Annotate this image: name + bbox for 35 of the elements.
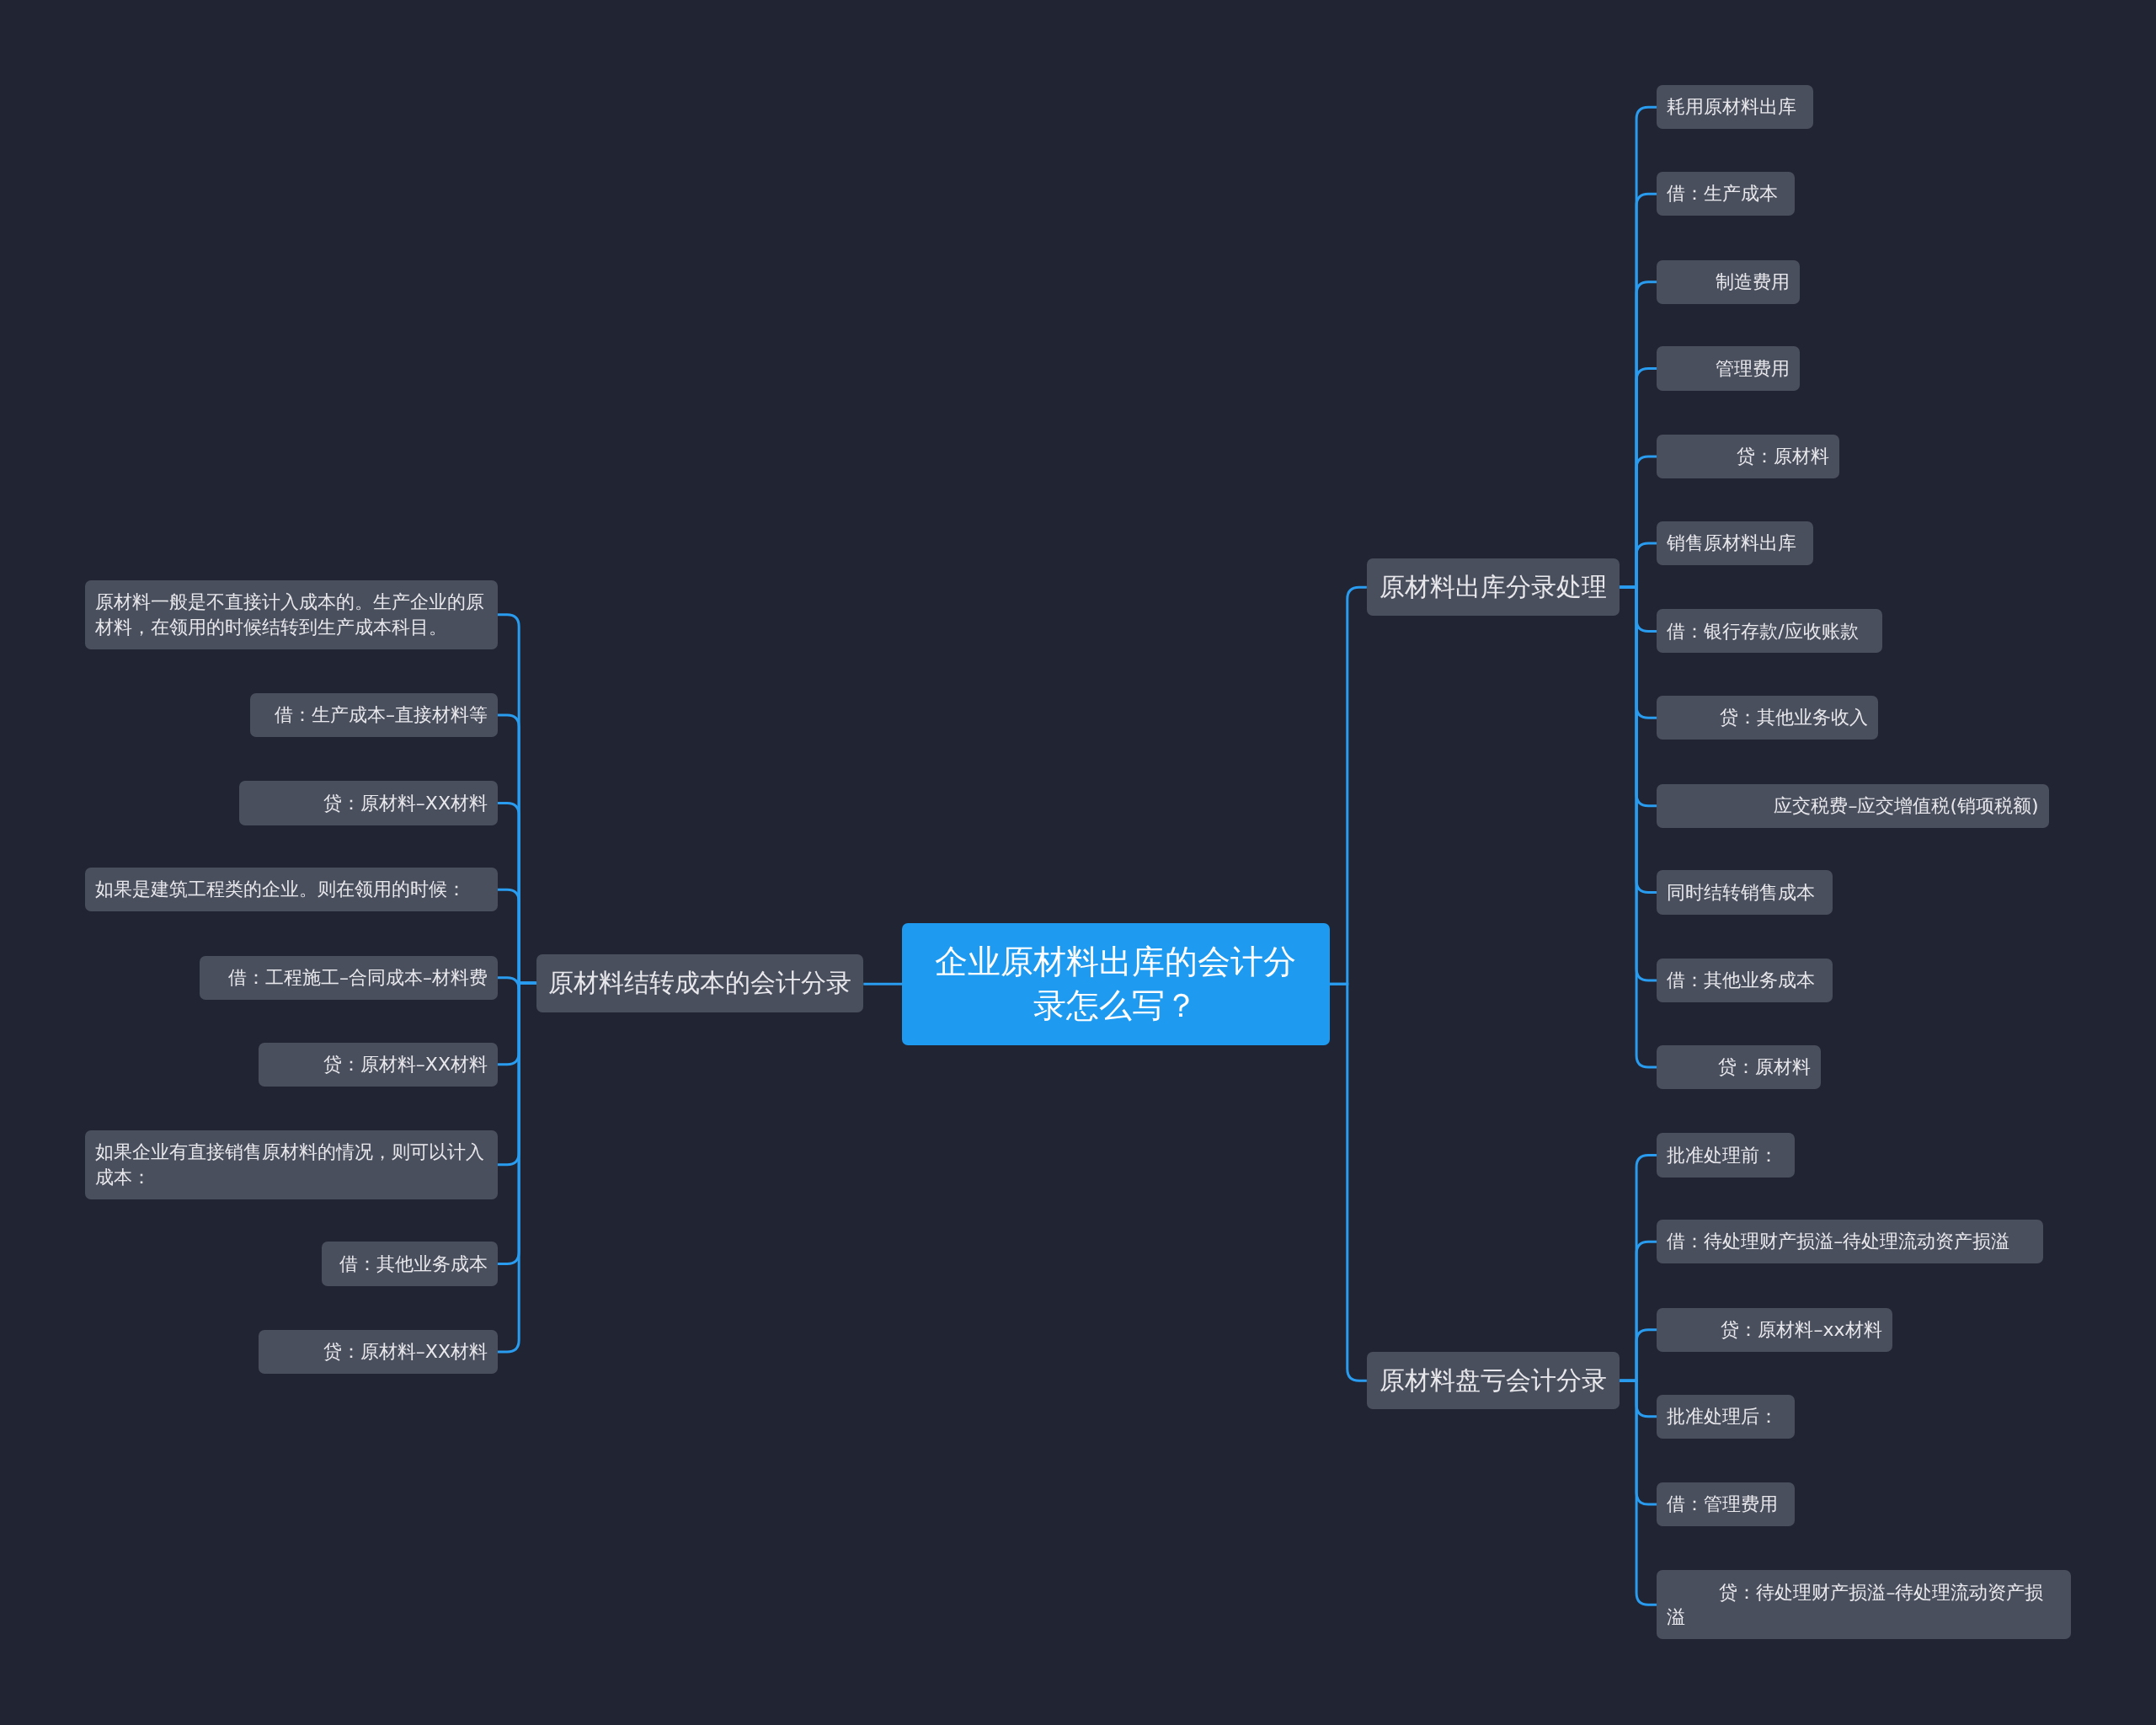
subtopic-box: 制造费用: [1657, 259, 1801, 304]
subtopic-box: 贷：原材料: [1657, 1044, 1821, 1090]
subtopic-box: 贷：原材料: [1657, 434, 1840, 479]
subtopic-box: 借：待处理财产损溢–待处理流动资产损溢: [1657, 1220, 2044, 1264]
topic-box: 原材料盘亏会计分录: [1366, 1351, 1620, 1410]
connector: [1620, 1379, 1657, 1606]
subtopic-box: 贷：原材料–XX材料: [258, 1329, 498, 1374]
subtopic-box: 借：生产成本: [1657, 172, 1795, 216]
connector: [498, 981, 536, 1354]
subtopic-box: 批准处理后：: [1657, 1394, 1795, 1439]
topic-box: 原材料结转成本的会计分录: [536, 954, 864, 1012]
subtopic-box: 如果是建筑工程类的企业。则在领用的时候：: [85, 868, 498, 912]
central-topic: 企业原材料出库的会计分录怎么写？: [902, 922, 1330, 1045]
subtopic-box: 贷：原材料–xx材料: [1657, 1307, 1892, 1352]
subtopic-box: 应交税费–应交增值税(销项税额): [1657, 783, 2049, 828]
topic-box: 原材料出库分录处理: [1366, 558, 1620, 617]
connector: [1329, 982, 1367, 1382]
subtopic-box: 耗用原材料出库: [1657, 85, 1814, 130]
subtopic-box: 借：工程施工–合同成本–材料费: [199, 955, 498, 1000]
subtopic-box: 管理费用: [1657, 346, 1801, 391]
subtopic-box: 同时结转销售成本: [1657, 870, 1833, 915]
subtopic-box: 如果企业有直接销售原材料的情况，则可以计入成本：: [85, 1130, 498, 1199]
subtopic-box: 借：其他业务成本: [322, 1242, 498, 1286]
subtopic-box: 借：生产成本–直接材料等: [250, 692, 498, 738]
subtopic-box: 批准处理前：: [1657, 1133, 1795, 1178]
subtopic-box: 销售原材料出库: [1657, 521, 1814, 565]
subtopic-box: 贷：其他业务收入: [1657, 696, 1879, 740]
subtopic-box: 借：管理费用: [1657, 1482, 1795, 1527]
subtopic-box: 借：其他业务成本: [1657, 958, 1833, 1003]
subtopic-box: 借：银行存款/应收账款: [1657, 609, 1883, 654]
connector: [863, 982, 902, 985]
subtopic-box: 原材料一般是不直接计入成本的。生产企业的原材料，在领用的时候结转到生产成本科目。: [85, 579, 498, 649]
subtopic-box: 贷：原材料–XX材料: [258, 1042, 498, 1087]
subtopic-box: 贷：待处理财产损溢–待处理流动资产损溢: [1657, 1570, 2071, 1640]
subtopic-box: 贷：原材料–XX材料: [239, 781, 498, 825]
